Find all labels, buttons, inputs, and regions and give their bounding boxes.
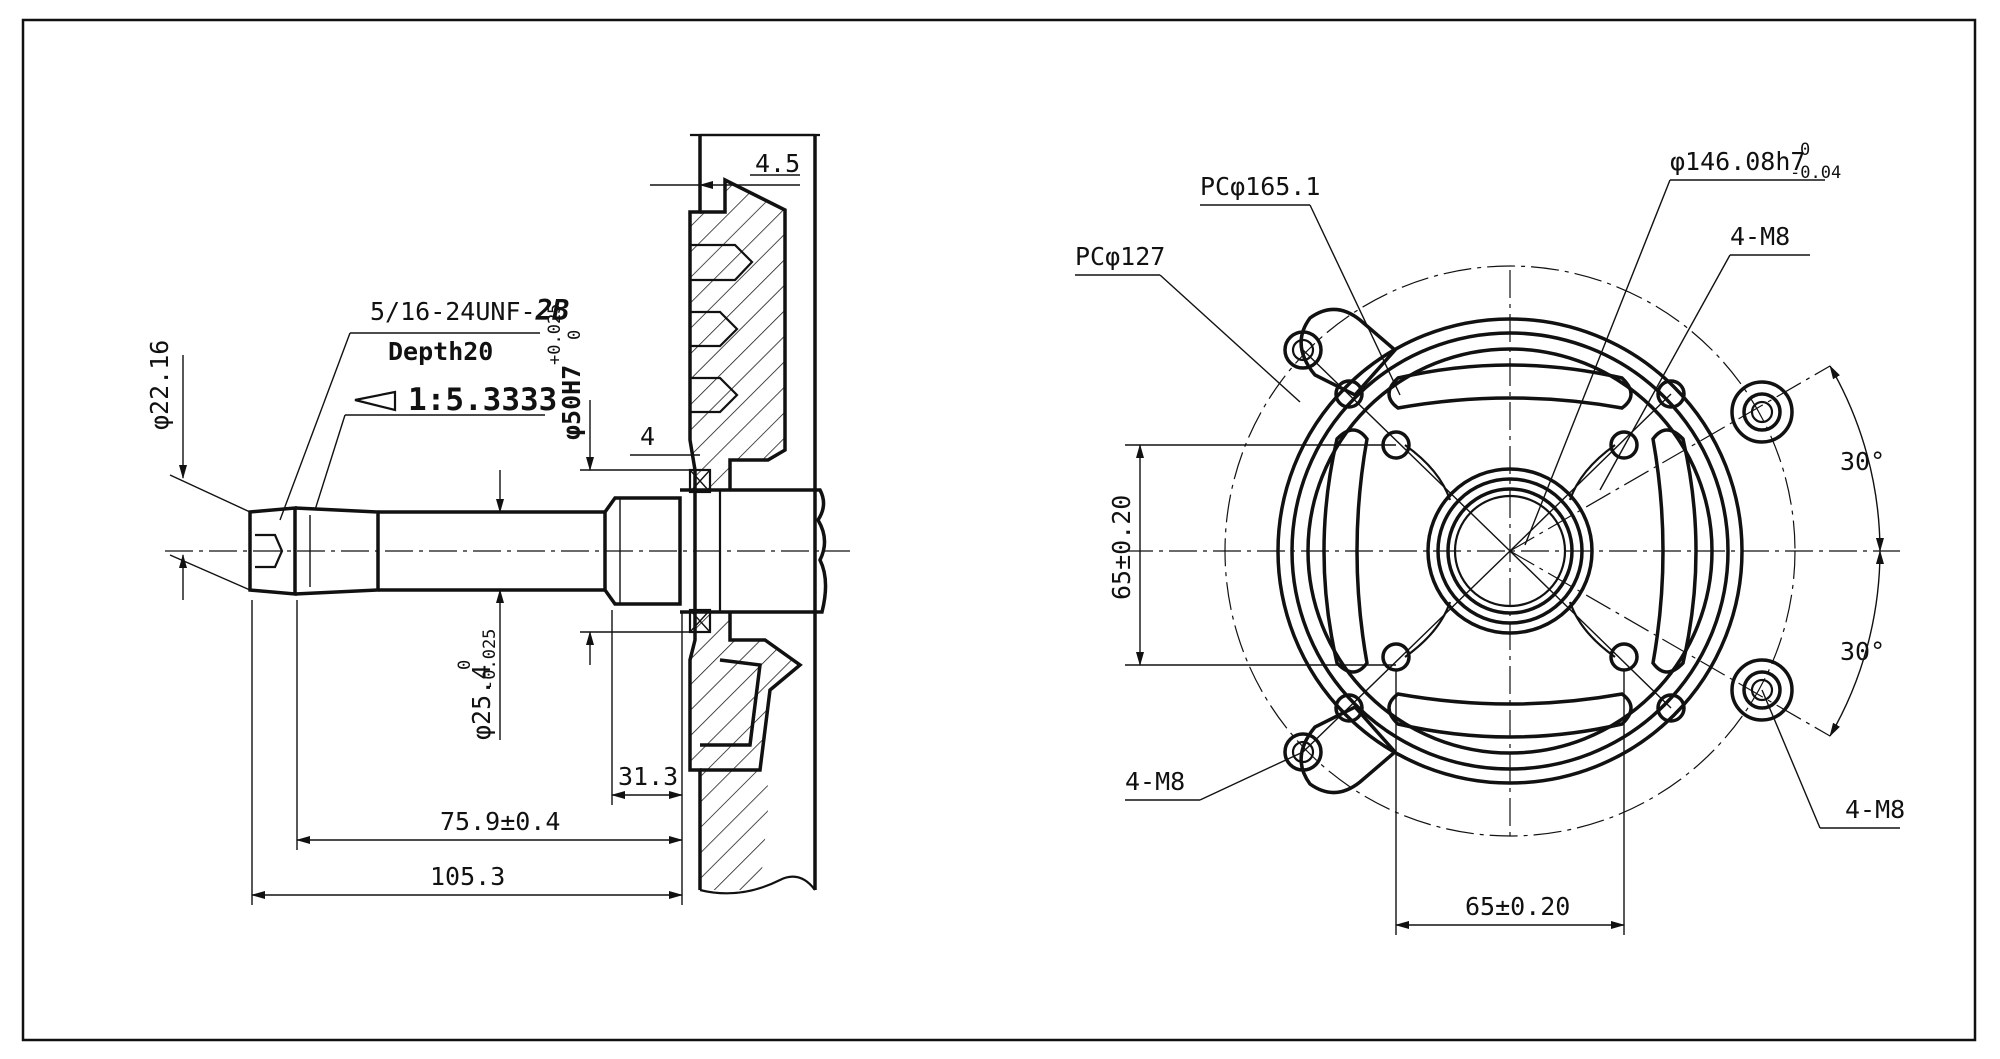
taper-to-face-label: 75.9±0.4 <box>440 807 560 836</box>
thread-holes-bottom-right-label: 4-M8 <box>1845 795 1905 824</box>
taper-ratio-label: 1:5.3333 <box>408 382 557 418</box>
pilot-diameter-label: φ146.08h7 <box>1670 147 1805 176</box>
lug-top-left <box>1299 307 1398 398</box>
boss-top-right <box>1730 380 1794 444</box>
bore-diameter-label: φ50H7 <box>557 365 586 440</box>
lug-hole-top-left <box>1283 330 1323 370</box>
pilot-tol-lower: -0.04 <box>1790 163 1841 183</box>
step-length-label: 4 <box>640 422 655 451</box>
bore-tol-upper: +0.025 <box>545 304 565 365</box>
lug-hole-bottom-left <box>1283 732 1323 772</box>
slot-bottom <box>1387 692 1633 739</box>
shaft-shoulder <box>603 496 682 606</box>
angle-lower-label: 30° <box>1840 637 1885 666</box>
hub-outer <box>1426 467 1594 635</box>
pitch-circle-small-label: PCφ127 <box>1075 242 1165 271</box>
shaft-tol-lower: -0.025 <box>480 629 500 690</box>
housing-section <box>688 133 820 895</box>
slot-right <box>1651 428 1698 674</box>
tip-diameter-label: φ22.16 <box>145 340 174 430</box>
overall-length-label: 105.3 <box>430 862 505 891</box>
thread-depth-label: Depth20 <box>388 337 493 366</box>
shoulder-length-label: 31.3 <box>618 762 678 791</box>
shaft-body <box>378 510 607 592</box>
flange-thickness-label: 4.5 <box>755 149 800 178</box>
shaft-section-view: 105.3 75.9±0.4 31.3 4.5 4 φ22.16 φ50H7 +… <box>145 133 850 905</box>
shaft-taper <box>294 506 380 596</box>
taper-symbol-icon <box>354 390 397 412</box>
shaft-tol-upper: 0 <box>455 660 475 670</box>
bore-tol-lower: 0 <box>565 330 585 340</box>
pitch-circle-large-label: PCφ165.1 <box>1200 172 1320 201</box>
shaft-diameter-label: φ25.4 <box>467 665 496 740</box>
horizontal-spacing-label: 65±0.20 <box>1465 892 1570 921</box>
thread-spec-label: 5/16-24UNF-2B <box>370 294 569 327</box>
flange-front-view: PCφ165.1 PCφ127 φ146.08h7 0 -0.04 4-M8 4… <box>1075 140 1905 935</box>
angle-upper-label: 30° <box>1840 447 1885 476</box>
flange-outer-rim <box>1276 317 1744 785</box>
thread-holes-top-right-label: 4-M8 <box>1730 222 1790 251</box>
vertical-spacing-label: 65±0.20 <box>1107 495 1136 600</box>
drawing-frame <box>21 18 1977 1042</box>
slot-top <box>1387 363 1633 410</box>
slot-left <box>1322 428 1369 674</box>
pilot-tol-upper: 0 <box>1800 140 1810 160</box>
thread-holes-bottom-left-label: 4-M8 <box>1125 767 1185 796</box>
boss-bottom-right <box>1730 658 1794 722</box>
lug-bottom-left <box>1299 704 1398 795</box>
